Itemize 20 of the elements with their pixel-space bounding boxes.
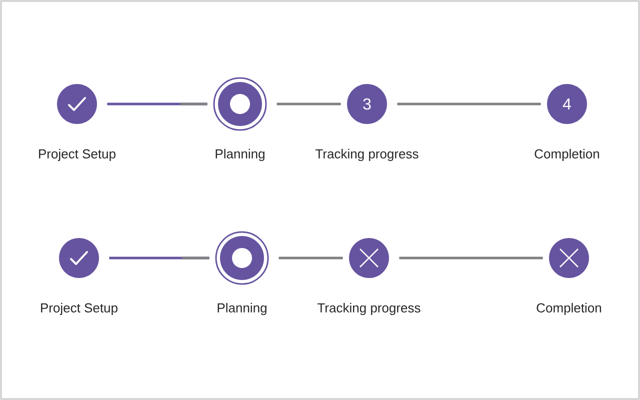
connector-line [107, 102, 208, 106]
step-label: Planning [218, 302, 266, 316]
step-label: Completion [536, 302, 602, 316]
connector-line [109, 256, 210, 260]
connector-line [399, 256, 543, 260]
connector-line [276, 102, 341, 106]
step-label: Project Setup [41, 302, 118, 316]
completed-step-circle [59, 238, 99, 278]
cancelled-step-circle [349, 238, 389, 278]
step-label: Tracking progress [318, 302, 420, 316]
step-label: Project Setup [39, 148, 116, 162]
step-label: Planning [216, 148, 264, 162]
cancelled-step-circle [549, 238, 589, 278]
connector-line [397, 102, 541, 106]
current-step-circle [215, 231, 269, 285]
completed-step-circle [57, 84, 97, 124]
step-label: Completion [534, 148, 600, 162]
current-step-circle [213, 77, 267, 131]
step-label: Tracking progress [316, 148, 418, 162]
connector-line [278, 256, 343, 260]
